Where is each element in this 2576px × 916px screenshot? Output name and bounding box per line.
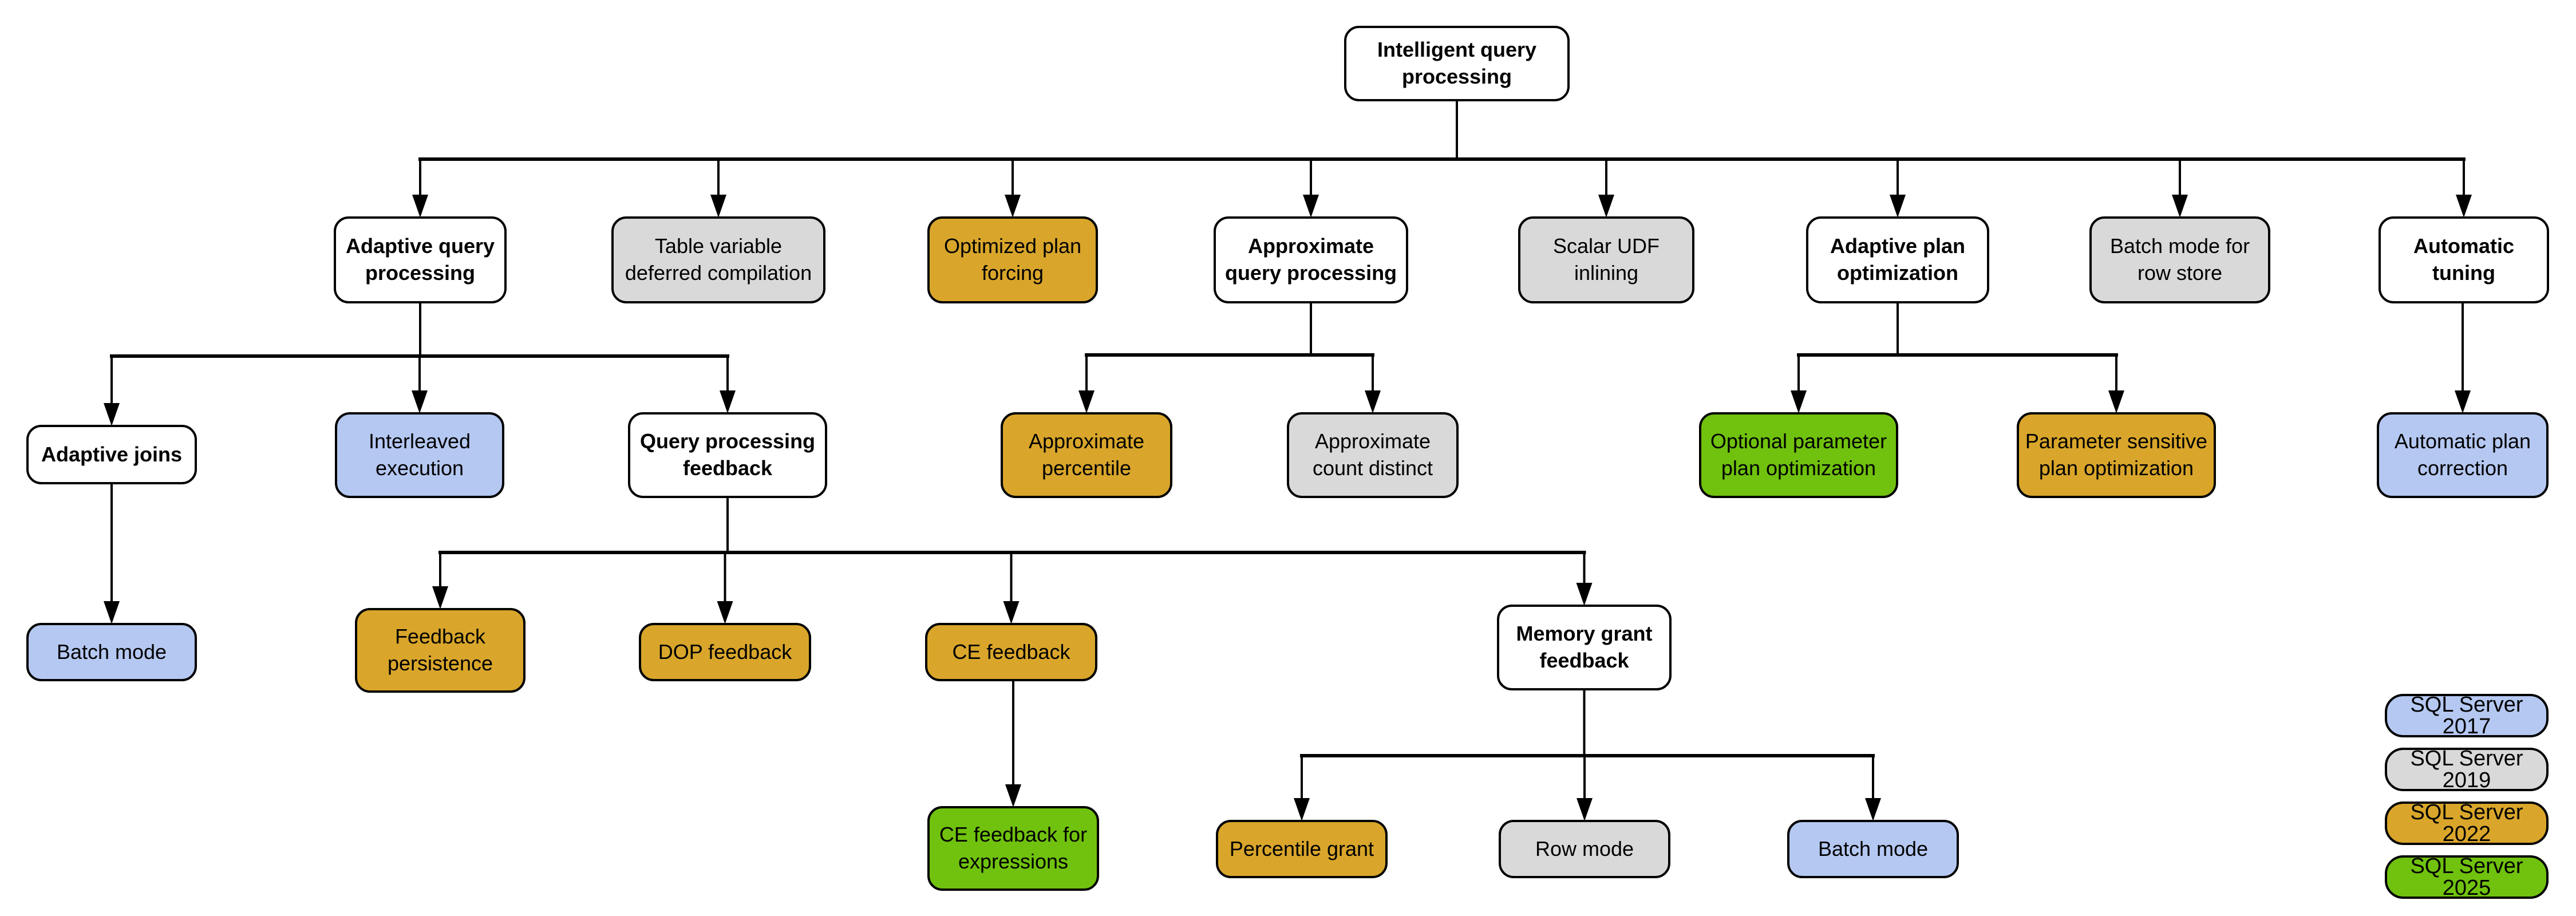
node-automatic-tuning: Automatic tuning [2379,216,2549,303]
node-automatic-plan-correction: Automatic plan correction [2377,412,2549,498]
node-interleaved-execution: Interleaved execution [335,412,504,498]
node-approximate-count-distinct: Approximate count distinct [1287,412,1459,498]
arrowhead-icon [1890,195,1906,218]
node-scalar-udf-inlining: Scalar UDF inlining [1518,216,1694,303]
legend-item-sql-server-2025: SQL Server 2025 [2385,855,2549,899]
node-adaptive-joins: Adaptive joins [26,425,197,484]
node-approximate-query-processing: Approximate query processing [1214,216,1408,303]
arrowhead-icon [2172,195,2188,218]
arrowhead-icon [717,601,733,624]
node-approximate-percentile: Approximate percentile [1001,412,1172,498]
legend-item-sql-server-2022: SQL Server 2022 [2385,802,2549,845]
legend-item-sql-server-2017: SQL Server 2017 [2385,694,2549,737]
arrowhead-icon [1003,601,1020,624]
arrowhead-icon [104,601,120,624]
node-intelligent-query-processing: Intelligent query processing [1344,26,1570,101]
arrowhead-icon [710,195,726,218]
node-batch-mode-for-row-store: Batch mode for row store [2089,216,2270,303]
arrowhead-icon [1303,195,1319,218]
node-optional-parameter-plan-optimization: Optional parameter plan optimization [1699,412,1898,498]
arrowhead-icon [412,390,428,413]
legend-item-sql-server-2019: SQL Server 2019 [2385,748,2549,791]
arrowhead-icon [1865,798,1881,821]
node-percentile-grant: Percentile grant [1216,820,1388,878]
arrowhead-icon [412,195,428,218]
node-row-mode: Row mode [1499,820,1670,878]
node-table-variable-deferred-compilation: Table variable deferred compilation [611,216,825,303]
node-optimized-plan-forcing: Optimized plan forcing [927,216,1098,303]
arrowhead-icon [2108,390,2124,413]
arrowhead-icon [432,586,448,609]
arrowhead-icon [1294,798,1310,821]
arrowhead-icon [1791,390,1807,413]
arrowhead-icon [1365,390,1381,413]
node-ce-feedback-for-expressions: CE feedback for expressions [927,806,1099,891]
node-batch-mode-adaptive-joins: Batch mode [26,623,197,681]
arrowhead-icon [1577,798,1593,821]
arrowhead-icon [2455,390,2471,413]
arrowhead-icon [2456,195,2472,218]
arrowhead-icon [1598,195,1614,218]
arrowhead-icon [1078,390,1095,413]
arrowhead-icon [720,390,736,413]
node-ce-feedback: CE feedback [925,623,1097,681]
arrowhead-icon [104,403,120,426]
node-feedback-persistence: Feedback persistence [355,608,526,693]
arrowhead-icon [1005,784,1021,807]
node-adaptive-plan-optimization: Adaptive plan optimization [1806,216,1989,303]
node-memory-grant-feedback: Memory grant feedback [1497,605,1672,690]
node-parameter-sensitive-plan-optimization: Parameter sensitive plan optimization [2017,412,2216,498]
node-dop-feedback: DOP feedback [639,623,811,681]
arrowhead-icon [1576,583,1593,606]
node-adaptive-query-processing: Adaptive query processing [334,216,507,303]
node-query-processing-feedback: Query processing feedback [628,412,827,498]
arrowhead-icon [1005,195,1021,218]
node-batch-mode-memory-grant: Batch mode [1787,820,1959,878]
